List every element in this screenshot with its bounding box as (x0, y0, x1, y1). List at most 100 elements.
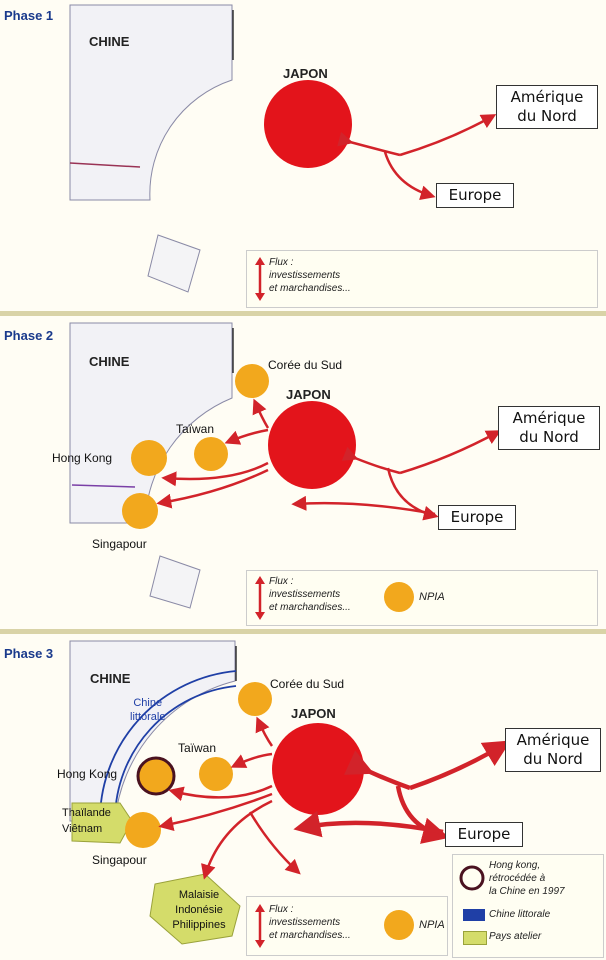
flux-arrow (168, 784, 273, 802)
flux-arrow (201, 799, 273, 880)
flux-arrow (293, 810, 444, 838)
flux-arrow (158, 792, 273, 832)
legend-line: la Chine en 1997 (489, 886, 565, 897)
flux-arrow (343, 750, 411, 791)
flux-arrow (230, 752, 273, 768)
legend-npia-label: NPIA (419, 591, 445, 603)
europe-box: Europe (445, 822, 523, 847)
legend-flux-label: Flux : investissements et marchandises..… (269, 575, 351, 614)
legend-line: investissements (269, 589, 341, 600)
npia-hongkong (131, 440, 167, 476)
north-america-line-2: du Nord (519, 428, 579, 446)
flux-arrows-major (293, 740, 511, 844)
npia-legend-icon (384, 582, 414, 612)
japan-circle (268, 401, 356, 489)
north-america-box: Amérique du Nord (505, 728, 601, 772)
separator (0, 629, 606, 634)
japan-label: JAPON (283, 66, 328, 81)
europe-box: Europe (438, 505, 516, 530)
china-label: CHINE (90, 671, 131, 686)
npia-taiwan (194, 437, 228, 471)
china-region (69, 4, 233, 201)
north-america-line-2: du Nord (523, 750, 583, 768)
flux-arrow (156, 468, 269, 509)
npia-korea (238, 682, 272, 716)
phase-title: Phase 2 (4, 328, 54, 343)
flux-arrow (161, 461, 269, 487)
npia-korea (235, 364, 269, 398)
legend-extra: Hong kong, rétrocédée à la Chine en 1997… (452, 854, 604, 958)
europe-box: Europe (436, 183, 514, 208)
phase-1-map (69, 4, 497, 293)
legend-line: Flux : (269, 576, 294, 587)
hk-ring-legend-icon (459, 865, 485, 891)
flux-arrows (156, 398, 502, 521)
flux-legend-icon (255, 257, 265, 301)
hongkong-label: Hong Kong (52, 451, 113, 465)
north-america-line-1: Amérique (516, 731, 590, 749)
japan-circle (264, 80, 352, 168)
legend: Flux : investissements et marchandises..… (246, 570, 598, 626)
flux-arrow (383, 151, 436, 200)
legend-line: investissements (269, 917, 341, 928)
npia-hongkong (136, 756, 176, 796)
north-america-line-2: du Nord (517, 107, 577, 125)
legend-flux-label: Flux : investissements et marchandises..… (269, 256, 351, 295)
north-america-line-1: Amérique (510, 88, 584, 106)
thai-label: Thaïlande (62, 807, 111, 819)
phase-3-map (69, 640, 511, 945)
korea-label: Corée du Sud (270, 677, 345, 691)
legend-line: rétrocédée à (489, 873, 546, 884)
hongkong-label: Hong Kong (57, 767, 118, 781)
china-coast-line (114, 685, 237, 819)
flux-arrow (409, 740, 511, 791)
phase-3-panel: Phase 3 CHINE Chine littorale JAPON Coré… (0, 636, 606, 960)
flux-arrow (395, 785, 450, 844)
south-region-shape (147, 234, 201, 293)
legend-line: et marchandises... (269, 602, 351, 613)
japan-circle (272, 723, 364, 815)
legend-workshop-label: Pays atelier (489, 931, 542, 942)
legend-flux-label: Flux : investissements et marchandises..… (269, 903, 351, 942)
flux-arrow (248, 811, 301, 875)
north-america-box: Amérique du Nord (498, 406, 600, 450)
flux-arrow (255, 716, 274, 747)
legend: Flux : investissements et marchandises..… (246, 250, 598, 308)
phase-1-panel: Phase 1 CHINE JAPON Amérique du Nord Eur… (0, 0, 606, 310)
japan-label: JAPON (291, 706, 336, 721)
legend-line: Flux : (269, 257, 294, 268)
workshop-legend-swatch (463, 931, 487, 945)
flux-arrow (399, 430, 502, 475)
phase-2-panel: Phase 2 CHINE JAPON Corée du Sud Taïwan … (0, 318, 606, 628)
singapore-label: Singapour (92, 853, 147, 867)
flux-arrows (158, 716, 301, 880)
flux-arrow (341, 446, 401, 475)
china-label: CHINE (89, 354, 130, 369)
legend-line: Flux : (269, 904, 294, 915)
phase-2-map (69, 322, 502, 609)
thai-viet-label: Thaïlande Viêtnam (62, 805, 111, 837)
north-america-box: Amérique du Nord (496, 85, 598, 129)
flux-arrow (224, 428, 269, 445)
china-coast-label: Chine littorale (130, 696, 165, 724)
china-coast-line-1: Chine (133, 697, 163, 709)
japan-label: JAPON (286, 387, 331, 402)
coast-legend-swatch (463, 909, 485, 921)
npia-legend-icon (384, 910, 414, 940)
china-coast-line-2: littorale (130, 711, 166, 723)
legend-hk-label: Hong kong, rétrocédée à la Chine en 1997 (489, 859, 565, 898)
legend-line: Hong kong, (489, 860, 541, 871)
taiwan-label: Taïwan (178, 741, 217, 755)
mip-label: Malaisie Indonésie Philippines (160, 888, 238, 933)
legend-line: et marchandises... (269, 930, 351, 941)
legend: Flux : investissements et marchandises..… (246, 896, 448, 956)
viet-label: Viêtnam (62, 823, 103, 835)
npia-singapore (122, 493, 158, 529)
malaisie-label: Malaisie (178, 889, 220, 901)
philippines-label: Philippines (172, 919, 226, 931)
legend-line: investissements (269, 270, 341, 281)
china-coast-line (99, 670, 237, 817)
separator (0, 311, 606, 316)
flux-arrow (337, 131, 401, 157)
flux-legend-icon (255, 576, 265, 620)
